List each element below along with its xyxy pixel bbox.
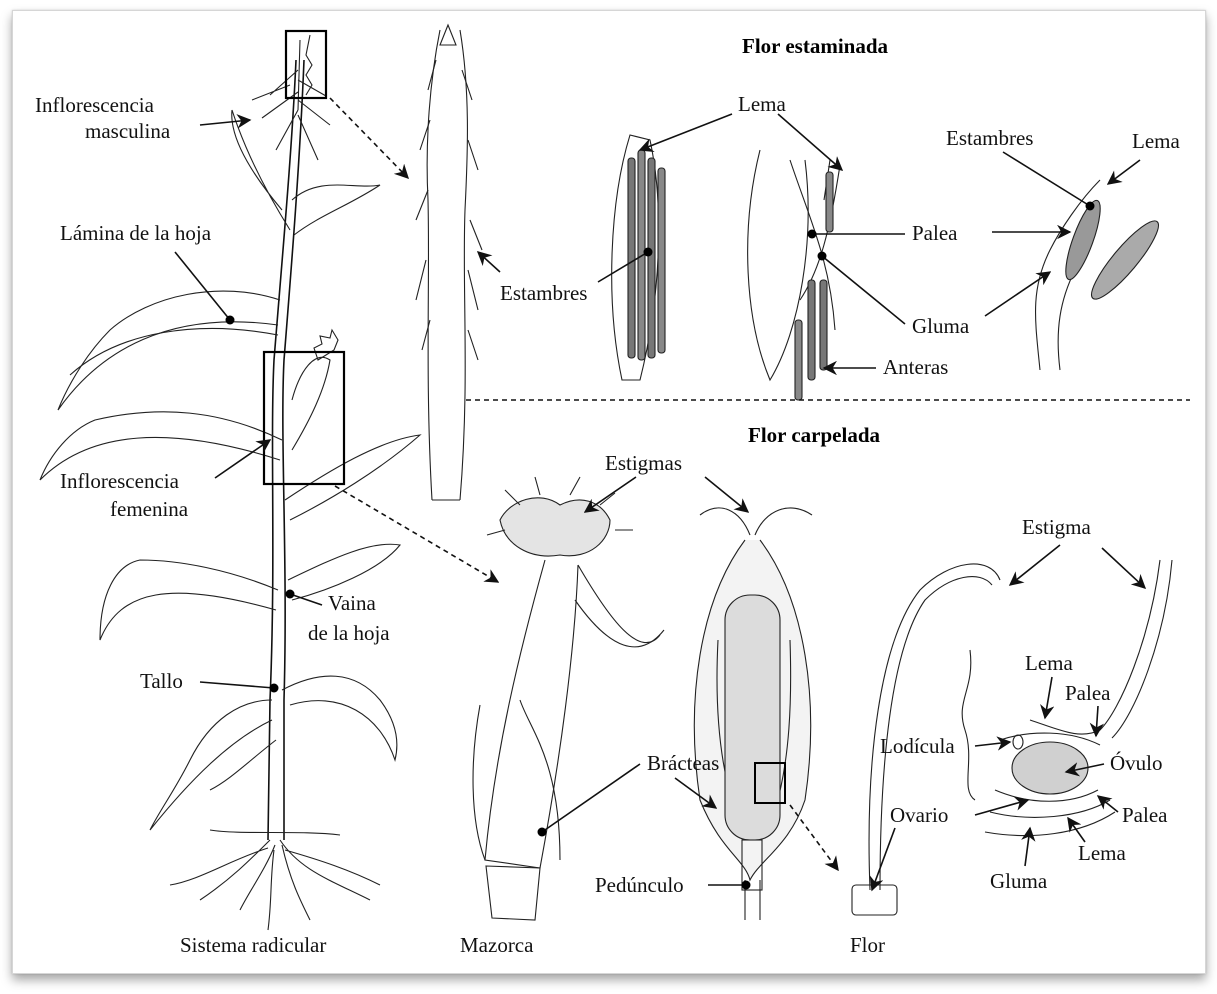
label-gluma: Gluma [912,314,970,338]
header-flor-estaminada: Flor estaminada [742,34,889,58]
flower-zoom-pointer [790,805,838,870]
pointer-ovario [975,800,1028,815]
tassel-branch-drawing [416,25,482,500]
label-sistema-radicular: Sistema radicular [180,933,326,957]
label-tallo: Tallo [140,669,183,693]
label-lema-upper: Lema [1025,651,1073,675]
label-inflorescencia-masculina-1: Inflorescencia [35,93,155,117]
label-gluma-carpelada: Gluma [990,869,1048,893]
label-lamina-hoja: Lámina de la hoja [60,221,212,245]
header-flor-carpelada: Flor carpelada [748,423,881,447]
label-palea-lower: Palea [1122,803,1168,827]
pointer-bracteas-ear [542,764,640,832]
pointer-male-inflorescence [200,120,250,125]
label-flor: Flor [850,933,885,957]
pointer-lema-left [640,114,732,150]
ear-zoom-pointer [335,486,498,582]
staminate-spikelet-middle [748,150,840,400]
label-lema-top: Lema [738,92,786,116]
label-lema-lower: Lema [1078,841,1126,865]
label-estigma: Estigma [1022,515,1092,539]
pointer-estigma-left [1010,545,1060,585]
label-vaina-1: Vaina [328,591,376,615]
pointer-palea-lower [1098,796,1118,812]
pointer-estigma-right [1102,548,1145,588]
staminate-flower-right [1036,180,1167,370]
label-inflorescencia-femenina-1: Inflorescencia [60,469,180,493]
label-inflorescencia-masculina-2: masculina [85,119,171,143]
label-estambres-right: Estambres [946,126,1033,150]
pointer-gluma [822,256,905,324]
pointer-estambres-right [1003,152,1090,206]
label-ovulo: Óvulo [1110,751,1163,775]
pointer-stem [200,682,274,688]
label-estambres-left: Estambres [500,281,587,305]
label-bracteas: Brácteas [647,751,719,775]
pointer-gluma-right [985,272,1050,316]
pointer-leaf-blade [175,252,230,320]
pointer-ovario-flower [872,828,895,890]
pointer-gluma-carpelada [1025,828,1030,866]
label-lodicula: Lodícula [880,734,955,758]
label-pedunculo: Pedúnculo [595,873,684,897]
pointer-lema-upper [1045,677,1052,718]
label-palea-upper: Palea [1065,681,1111,705]
label-estigmas: Estigmas [605,451,682,475]
pointer-estambres-tassel [478,252,500,272]
pointer-estigmas-ear [585,477,636,512]
label-lema-right: Lema [1132,129,1180,153]
pointer-female-inflorescence [215,440,270,478]
label-anteras: Anteras [883,355,948,379]
pointer-lema-right-flower [1108,160,1140,184]
pointer-lodicula [975,742,1010,746]
label-vaina-2: de la hoja [308,621,390,645]
label-mazorca: Mazorca [460,933,534,957]
ear-drawing [473,477,664,920]
label-inflorescencia-femenina-2: femenina [110,497,189,521]
label-ovario: Ovario [890,803,948,827]
ear-cross-section [694,508,812,920]
tassel-zoom-pointer [330,98,408,178]
tassel-box [286,31,326,98]
pointer-estigmas-section [705,477,748,512]
label-palea: Palea [912,221,958,245]
pointer-lema-right [778,114,842,170]
